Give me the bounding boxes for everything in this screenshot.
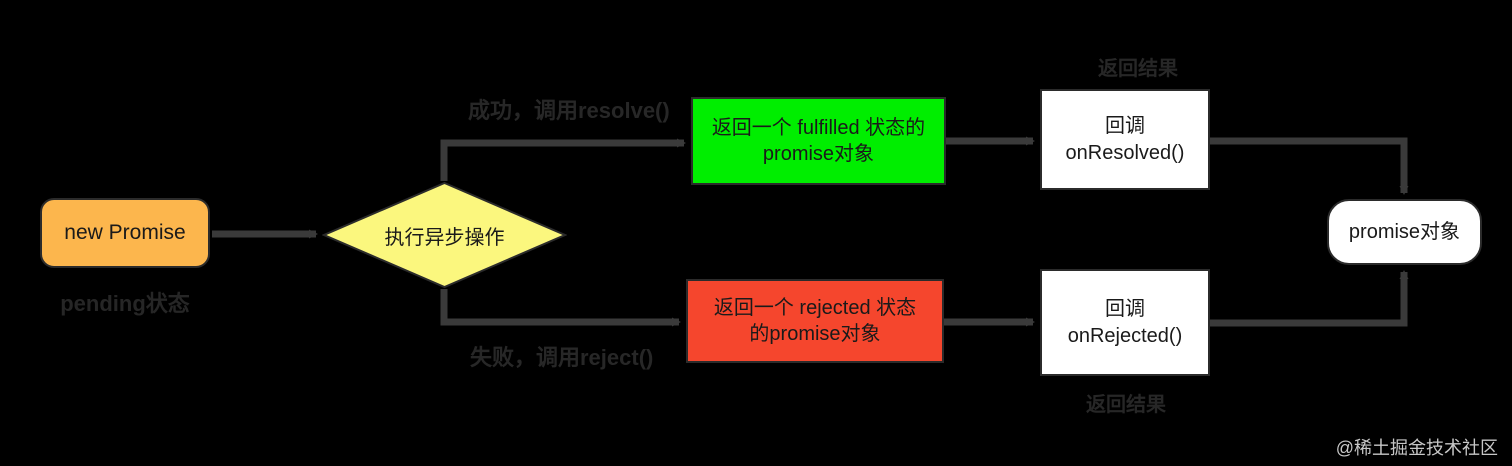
node-onresolved-line1: 回调 — [1104, 115, 1145, 138]
edge-label-result-bottom: 返回结果 — [1086, 394, 1166, 416]
label-pending-state: pending状态 — [60, 291, 190, 316]
node-rejected-promise-label: 返回一个 rejected 状态 的promise对象 — [714, 295, 916, 348]
node-rejected-promise[interactable]: 返回一个 rejected 状态 的promise对象 — [686, 279, 944, 363]
node-onrejected-line1: 回调 — [1104, 298, 1145, 321]
edge-onrejected-to-promiseobject — [1210, 270, 1409, 327]
node-promise-object[interactable]: promise对象 — [1327, 199, 1482, 265]
edge-label-failure: 失败，调用reject() — [470, 345, 654, 370]
edge-onresolved-to-promiseobject — [1210, 137, 1409, 195]
node-callback-onrejected[interactable]: 回调 onRejected() — [1040, 269, 1210, 376]
edge-label-success: 成功，调用resolve() — [468, 98, 670, 123]
node-onrejected-line2: onRejected() — [1067, 324, 1183, 347]
node-onresolved-line2: onResolved() — [1065, 141, 1185, 164]
edge-decision-to-rejected — [440, 289, 681, 327]
watermark: @稀土掘金技术社区 — [1335, 438, 1498, 458]
node-fulfilled-promise[interactable]: 返回一个 fulfilled 状态的 promise对象 — [691, 97, 946, 185]
node-rejected-line1: 返回一个 rejected 状态 — [713, 296, 917, 319]
node-decision[interactable]: 执行异步操作 — [322, 181, 567, 289]
edge-decision-to-fulfilled — [440, 138, 686, 181]
node-callback-onresolved[interactable]: 回调 onResolved() — [1040, 89, 1210, 190]
node-callback-onresolved-label: 回调 onResolved() — [1066, 113, 1185, 166]
diamond-shape — [322, 181, 567, 289]
node-callback-onrejected-label: 回调 onRejected() — [1068, 296, 1183, 349]
node-fulfilled-promise-label: 返回一个 fulfilled 状态的 promise对象 — [712, 115, 925, 168]
node-decision-label: 执行异步操作 — [384, 226, 505, 249]
node-fulfilled-line2: promise对象 — [762, 143, 875, 165]
node-rejected-line2: 的promise对象 — [749, 323, 881, 345]
node-new-promise[interactable]: new Promise — [40, 198, 210, 268]
edge-label-result-top: 返回结果 — [1098, 58, 1178, 80]
node-fulfilled-line1: 返回一个 fulfilled 状态的 — [711, 116, 926, 139]
node-new-promise-label: new Promise — [64, 221, 186, 245]
node-promise-object-label: promise对象 — [1348, 220, 1461, 243]
